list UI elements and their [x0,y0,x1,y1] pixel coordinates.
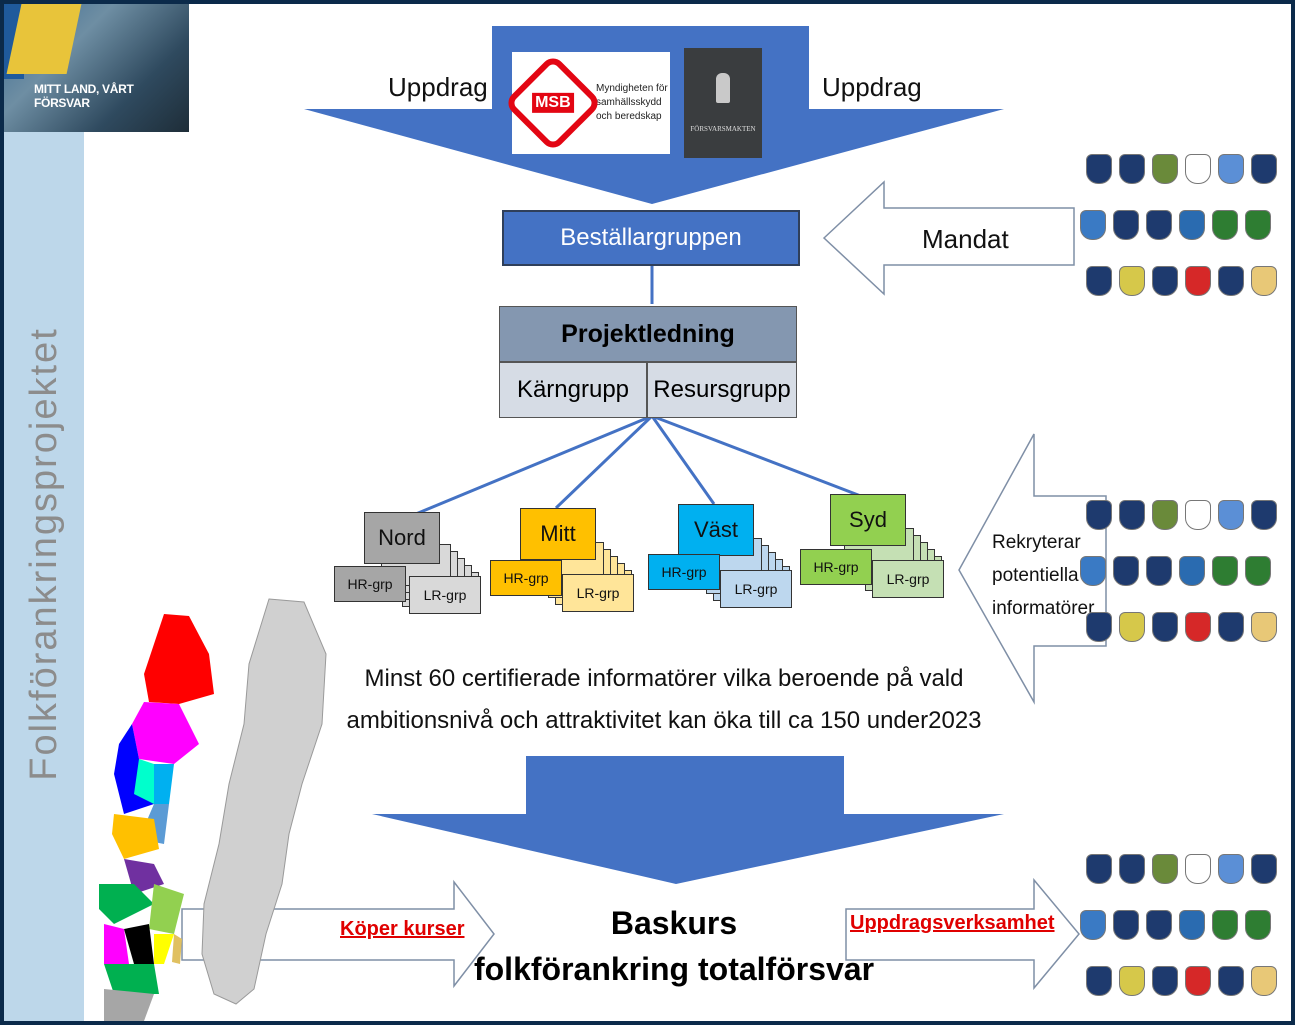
bottom-funnel-arrow [372,756,1004,884]
lr-group-box: LR-grp [409,576,481,614]
uppdrag-left-label: Uppdrag [388,72,488,102]
slide: Folkförankringsprojektet MITT LAND, VÅRT… [4,4,1291,1021]
region-header: Mitt [520,508,596,560]
organisation-emblem-icon [1080,556,1106,586]
organisation-emblem-icon [1152,854,1178,884]
organisation-emblem-icon [1245,556,1271,586]
organisation-emblem-icon [1185,854,1211,884]
mandat-label: Mandat [922,224,1009,254]
organisation-emblem-icon [1119,266,1145,296]
organisation-emblem-icon [1251,266,1277,296]
organisation-emblem-icon [1179,910,1205,940]
connector-nord [410,414,653,518]
organisation-emblem-icon [1146,556,1172,586]
organisation-emblem-icon [1119,854,1145,884]
organisation-emblem-icon [1086,154,1112,184]
organisation-emblem-icon [1185,612,1211,642]
organisation-emblem-icon [1119,154,1145,184]
organisation-emblem-icon [1251,500,1277,530]
hr-group-box: HR-grp [648,554,720,590]
organisation-emblem-icon [1251,854,1277,884]
organisation-emblem-icon [1185,154,1211,184]
organisation-emblem-icon [1245,910,1271,940]
organisation-emblem-icon [1251,612,1277,642]
uppdrag-right-label: Uppdrag [822,72,922,102]
organisation-emblem-icon [1113,910,1139,940]
organisation-emblem-icon [1212,556,1238,586]
connector-syd [651,414,867,500]
organisation-emblem-icon [1251,154,1277,184]
organisation-emblem-icon [1113,210,1139,240]
organisation-emblem-icon [1218,854,1244,884]
organisation-emblem-icon [1086,266,1112,296]
banner-text: MITT LAND, VÅRT FÖRSVAR [34,82,134,110]
sidebar: Folkförankringsprojektet [4,4,84,1021]
organisation-emblem-icon [1218,966,1244,996]
organisation-emblem-icon [1119,966,1145,996]
kop-kurser-label: Köper kurser [340,918,465,940]
organisation-emblem-icon [1080,910,1106,940]
lr-group-box: LR-grp [872,560,944,598]
organisation-emblem-icon [1212,210,1238,240]
connector-mitt [554,414,654,510]
organisation-emblem-icon [1119,612,1145,642]
organisation-emblem-icon [1086,612,1112,642]
uppdrag-arrow [845,877,1080,991]
organisation-emblem-icon [1212,910,1238,940]
baskurs-title: Baskurs folkförankring totalförsvar [473,905,875,987]
organisation-emblem-icon [1185,500,1211,530]
organisation-emblem-icon [1185,966,1211,996]
organisation-emblem-icon [1086,854,1112,884]
bestallargruppen-box: Beställargruppen [502,210,800,266]
organisation-emblem-icon [1218,500,1244,530]
organisation-emblem-icon [1179,210,1205,240]
organisation-emblem-icon [1152,154,1178,184]
organisation-emblem-icon [1152,966,1178,996]
rekryterar-arrow [958,433,1107,705]
rekryterar-label: Rekryterar potentiella informatörer [992,532,1095,619]
organisation-emblem-icon [1146,210,1172,240]
msb-logo: MSB Myndigheten för samhällsskydd och be… [503,52,670,154]
hr-group-box: HR-grp [490,560,562,596]
mandat-arrow [822,180,1075,296]
organisation-emblem-icon [1113,556,1139,586]
organisation-emblem-icon [1179,556,1205,586]
organisation-emblem-icon [1086,500,1112,530]
connector-vast [650,415,716,505]
region-header: Väst [678,504,754,556]
region-header: Nord [364,512,440,564]
summary-text: Minst 60 certifierade informatörer vilka… [346,665,982,734]
organisation-emblem-icon [1080,210,1106,240]
organisation-emblem-icon [1152,612,1178,642]
organisation-emblem-icon [1218,612,1244,642]
projektledning-header: Projektledning [499,306,797,362]
region-header: Syd [830,494,906,546]
resursgrupp-cell: Resursgrupp [647,362,797,418]
organisation-emblem-icon [1245,210,1271,240]
organisation-emblem-icon [1086,966,1112,996]
crown-icon [716,73,730,103]
organisation-emblem-icon [1251,966,1277,996]
lr-group-box: LR-grp [720,570,792,608]
karngrupp-cell: Kärngrupp [499,362,647,418]
sweden-gray-map [172,598,327,1005]
organisation-emblem-icon [1218,154,1244,184]
sweden-colored-map [99,614,214,1021]
organisation-emblem-icon [1146,910,1172,940]
organisation-emblem-icon [1119,500,1145,530]
organisation-emblem-icon [1185,266,1211,296]
organisation-emblem-icon [1152,500,1178,530]
msb-logo-icon: MSB [503,53,603,153]
uppdragsverksamhet-label: Uppdragsverksamhet [850,912,1055,934]
hr-group-box: HR-grp [334,566,406,602]
forsvarsmakten-logo: FÖRSVARSMAKTEN [684,48,762,158]
lr-group-box: LR-grp [562,574,634,612]
organisation-emblem-icon [1218,266,1244,296]
organisation-emblem-icon [1152,266,1178,296]
hr-group-box: HR-grp [800,549,872,585]
banner-image: MITT LAND, VÅRT FÖRSVAR [4,4,189,132]
